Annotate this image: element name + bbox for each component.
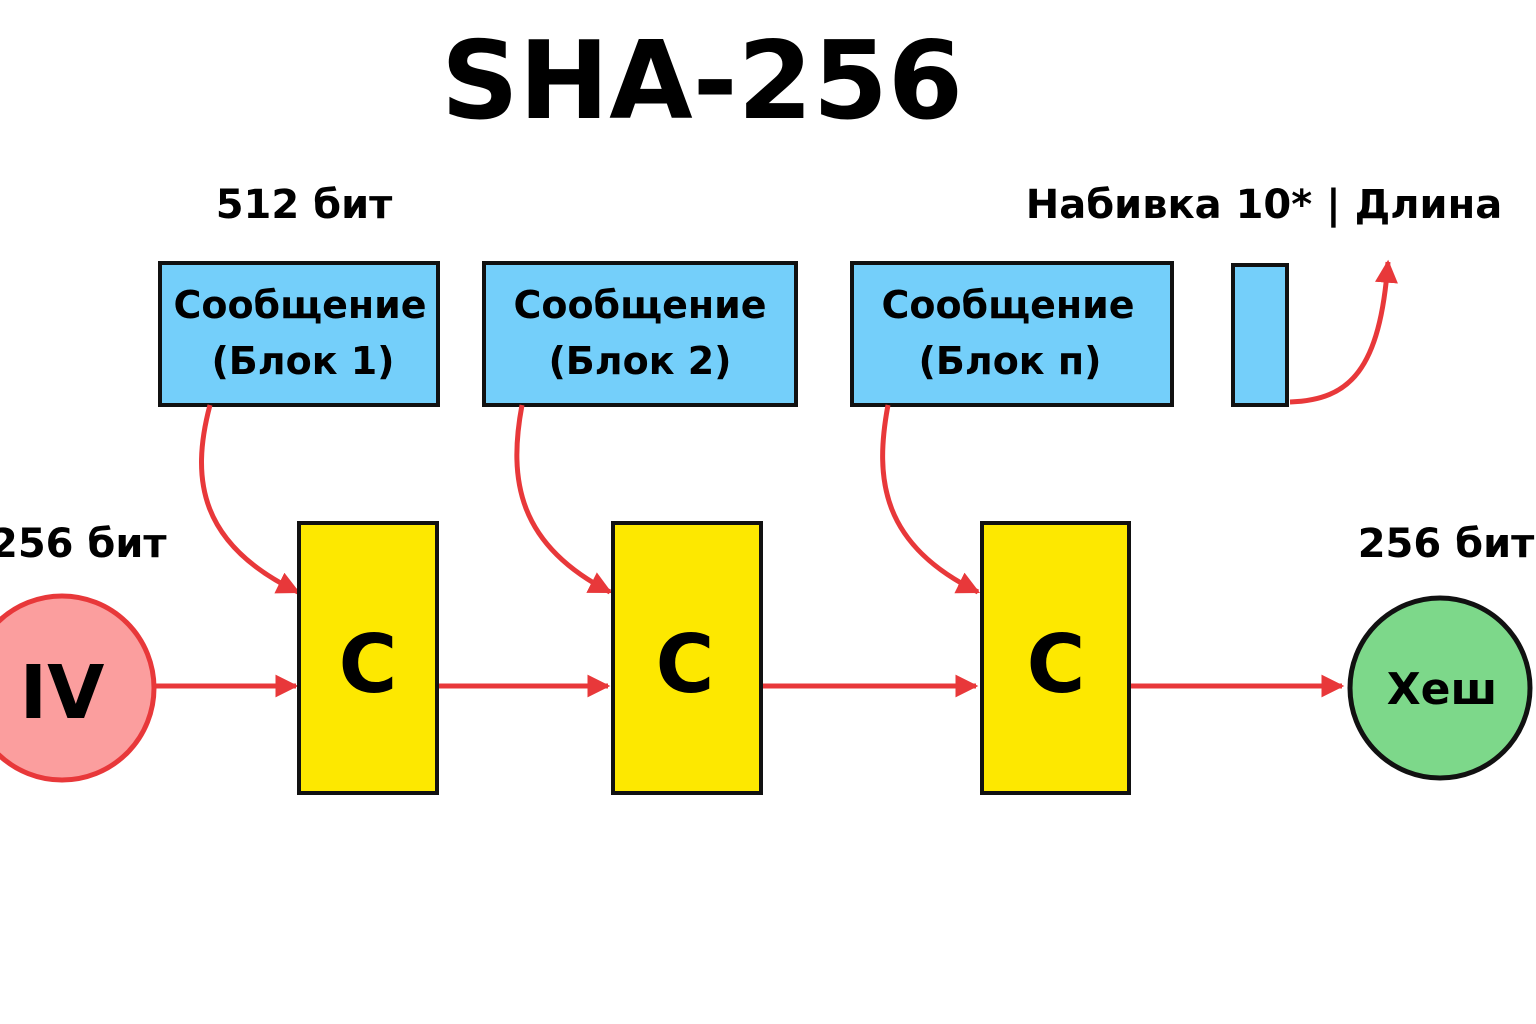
compression-block-1: C [297,521,439,795]
block-size-label: 512 бит [216,182,393,228]
iv-bits-label: 256 бит [0,521,167,567]
compression-block-1-label: C [339,618,398,711]
message-block-n-line1: Сообщение [881,283,1134,327]
padding-block [1231,263,1289,407]
arrow-block1-to-c1 [199,404,301,595]
arrow-padding-out [1289,259,1398,405]
message-block-n: Сообщение (Блок п) [850,261,1174,407]
hash-bits-label: 256 бит [1358,521,1535,567]
compression-block-2: C [611,521,763,795]
message-block-1-line2: (Блок 1) [211,339,394,383]
message-block-2-line1: Сообщение [513,283,766,327]
iv-node: IV [0,593,157,783]
hash-label: Хеш [1387,664,1498,715]
iv-label: IV [20,650,105,736]
arrow-blockn-to-c3 [880,404,981,595]
hash-node: Хеш [1347,595,1533,781]
padding-label: Набивка 10* | Длина [1026,182,1502,229]
message-block-n-line2: (Блок п) [919,339,1102,383]
arrow-block2-to-c2 [514,404,613,595]
compression-block-3-label: C [1027,618,1086,711]
message-block-1: Сообщение (Блок 1) [158,261,440,407]
message-block-2: Сообщение (Блок 2) [482,261,798,407]
compression-block-3: C [980,521,1131,795]
message-block-2-line2: (Блок 2) [548,339,731,383]
compression-block-2-label: C [656,618,715,711]
message-block-1-line1: Сообщение [173,283,426,327]
diagram-title: SHA-256 [441,19,963,144]
